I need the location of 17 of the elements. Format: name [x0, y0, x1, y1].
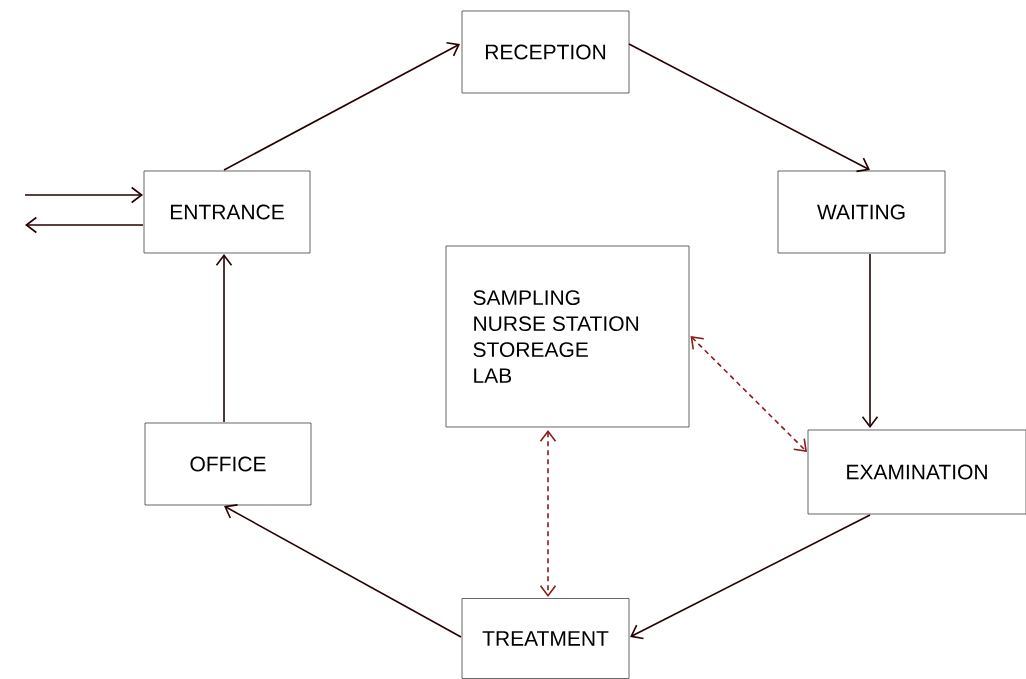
- arrow: [215, 254, 233, 423]
- room-box: WAITING: [777, 170, 946, 254]
- arrow: [539, 430, 557, 597]
- arrow: [25, 216, 144, 234]
- arrow: [628, 43, 870, 173]
- arrow: [630, 514, 871, 640]
- room-box: RECEPTION: [461, 10, 630, 94]
- arrow: [224, 504, 462, 638]
- room-box: EXAMINATION: [807, 429, 1026, 515]
- arrow: [24, 186, 143, 204]
- room-box: ENTRANCE: [143, 170, 311, 254]
- arrow: [861, 253, 879, 428]
- arrow: [690, 336, 807, 452]
- arrow: [223, 41, 460, 171]
- room-box: TREATMENT: [461, 598, 630, 679]
- list-box: SAMPLING NURSE STATION STOREAGE LAB: [445, 245, 690, 428]
- room-box: OFFICE: [144, 422, 312, 506]
